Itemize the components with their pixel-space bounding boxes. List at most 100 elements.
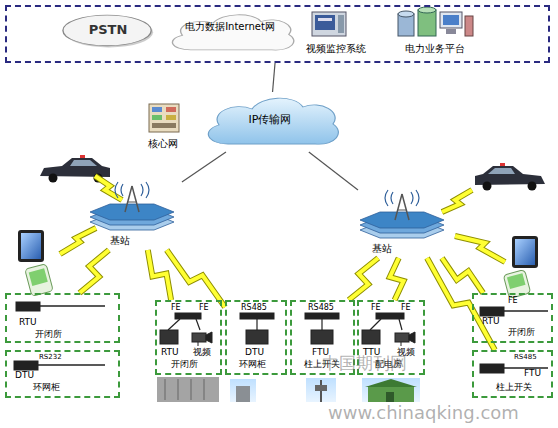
platform-icon-part <box>446 29 456 34</box>
device-label: FE <box>508 297 518 306</box>
wireless-bolt <box>95 176 122 200</box>
device-label: DTU <box>15 371 34 381</box>
device-icons-part <box>168 319 180 330</box>
bolt-fill <box>390 258 404 300</box>
wireless-bolt-part <box>95 176 122 200</box>
platform-icon-part <box>398 11 414 17</box>
bolt-outline <box>427 258 495 350</box>
system-name: 电力业务平台 <box>385 43 485 54</box>
device-icons-part <box>370 319 381 330</box>
site-photos-part <box>204 379 205 400</box>
video-system-icon <box>312 12 346 36</box>
link-line <box>273 63 275 92</box>
vehicle-right-part <box>500 163 505 166</box>
pstn-oval: PSTN <box>62 14 154 48</box>
wireless-link <box>148 250 171 300</box>
terminal-box: FEFERTU视频开闭所 <box>155 300 222 375</box>
device-icons-part <box>246 330 268 344</box>
system-group: PSTN 电力数据Internet网视频监控系统电力业务平台 <box>5 5 550 63</box>
tablet-left-part <box>21 233 41 259</box>
device-label: 开闭所 <box>171 360 198 370</box>
base-station: 基站 <box>352 190 452 258</box>
device-label: DTU <box>245 348 264 358</box>
vehicle-left-part <box>70 160 97 166</box>
tablet-left <box>18 230 53 296</box>
wireless-bolt-part <box>60 228 96 254</box>
wireless-bolt-part <box>455 236 505 262</box>
network-name: IP传输网 <box>195 114 345 126</box>
ip-network-cloud: IP传输网 <box>195 92 345 152</box>
device-label: 视频 <box>193 348 211 358</box>
device-icons-part <box>504 310 548 312</box>
tablet-left-part <box>25 264 53 297</box>
core-network-icon-part <box>166 115 176 120</box>
device-label: RTU <box>161 348 179 358</box>
base-outline-part <box>385 190 419 206</box>
device-label: RS485 <box>514 354 537 362</box>
device-label: 环网柜 <box>33 383 60 393</box>
base-station: 基站 <box>82 182 182 250</box>
vehicle-right <box>475 163 545 191</box>
tablet-right <box>503 236 538 298</box>
station-name: 基站 <box>372 243 392 254</box>
base-outline-part <box>127 202 137 203</box>
device-icons-part <box>14 361 38 370</box>
network-name: 电力数据Internet网 <box>184 21 276 32</box>
device-icons-part <box>480 307 504 316</box>
vehicle-left-part <box>49 174 58 183</box>
site-photos-part <box>306 378 336 402</box>
internet-cloud: 电力数据Internet网 <box>160 10 300 56</box>
core-network-icon-part <box>152 123 176 128</box>
base-outline-part <box>115 182 149 198</box>
base-outline-part <box>395 194 402 220</box>
bolt-fill <box>427 258 495 350</box>
wireless-link <box>390 258 404 300</box>
device-icons-part <box>206 332 212 343</box>
site-photos <box>157 377 420 402</box>
terminal-box: RS485FTU柱上开关 <box>472 350 553 398</box>
site-photos-part <box>157 377 219 402</box>
wireless-bolt-part <box>60 228 96 254</box>
device-icons-part <box>395 333 409 342</box>
platform-icon-part <box>418 10 436 36</box>
device-label: FE <box>401 304 411 313</box>
cloud-outline-part <box>172 15 293 50</box>
site-photos-part <box>165 379 166 400</box>
video-system-icon-part <box>315 15 335 30</box>
tablet-left-part <box>29 268 48 286</box>
bolt-outline <box>390 258 404 300</box>
vehicle-left-part <box>80 155 85 158</box>
device-label: 开闭所 <box>508 328 535 338</box>
network-link <box>309 152 358 190</box>
core-network: 核心网 <box>140 102 186 152</box>
wireless-link <box>80 250 109 293</box>
bolt-fill <box>349 258 378 300</box>
wireless-bolt-part <box>95 176 122 200</box>
base-outline-part <box>132 186 139 212</box>
wireless-link <box>427 258 495 350</box>
terminal-box: FERTU开闭所 <box>472 293 553 343</box>
video-system-icon-part <box>338 15 344 33</box>
device-icons-part <box>160 330 178 344</box>
device-icons-part <box>362 330 380 344</box>
video-system: 视频监控系统 <box>296 8 376 58</box>
tablet-right-part <box>507 273 526 289</box>
device-label: 环网柜 <box>239 360 266 370</box>
base-outline <box>82 182 182 250</box>
bolt-outline <box>442 258 483 293</box>
bolt-outline <box>80 250 109 293</box>
device-label: FE <box>171 304 181 313</box>
bolt-outline <box>167 250 225 307</box>
site-photos-part <box>365 379 417 387</box>
system-name: 视频监控系统 <box>296 43 376 54</box>
terminal-box: RTU开闭所 <box>5 293 120 343</box>
wireless-bolt <box>455 236 505 262</box>
bolt-outline <box>148 250 171 300</box>
core-network-icon-part <box>152 107 162 112</box>
device-label: 开闭所 <box>35 330 62 340</box>
device-icons-part <box>321 319 322 330</box>
base-outline-part <box>125 186 132 212</box>
video-system-icon-part <box>318 18 332 21</box>
site-photos-part <box>191 379 192 400</box>
